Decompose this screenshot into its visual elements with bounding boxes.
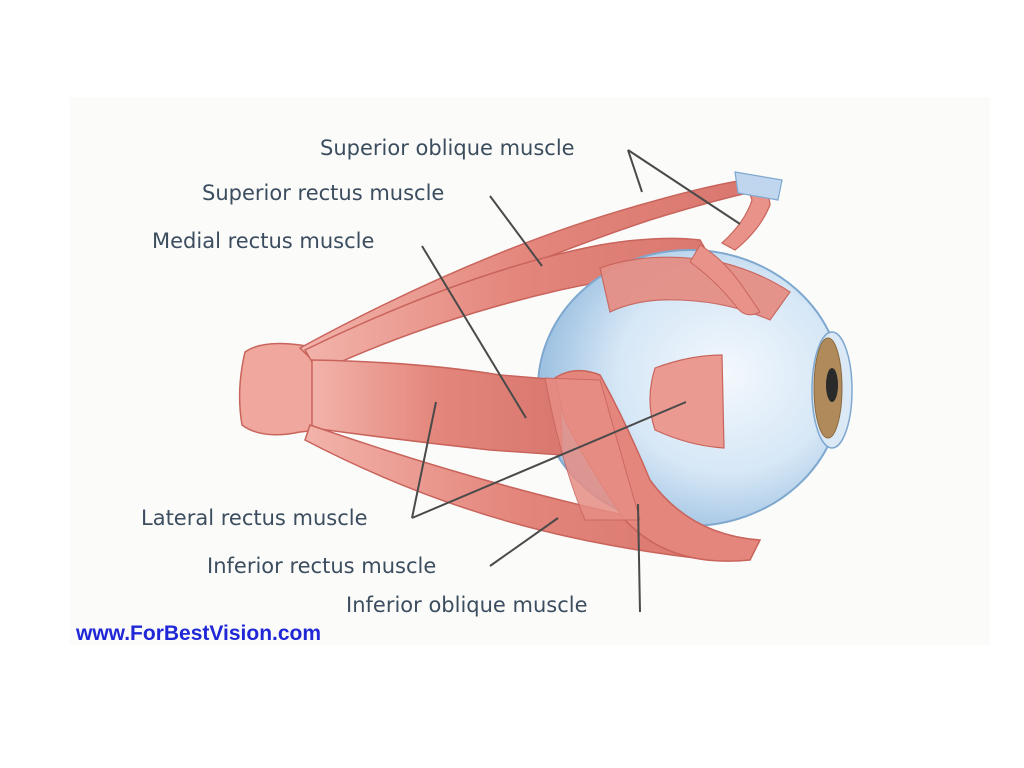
label-inferior-oblique-muscle: Inferior oblique muscle (346, 593, 588, 617)
label-inferior-rectus-muscle: Inferior rectus muscle (207, 554, 437, 578)
website-watermark: www.ForBestVision.com (76, 622, 322, 645)
label-medial-rectus-muscle: Medial rectus muscle (152, 229, 375, 253)
leader-lines (411, 149, 741, 613)
leader-lateral-rectus-a (411, 401, 437, 519)
label-lateral-rectus-muscle: Lateral rectus muscle (141, 506, 368, 530)
leader-inferior-oblique (637, 503, 641, 613)
leader-superior-rectus (489, 195, 543, 267)
medial-rectus-muscle (649, 354, 725, 449)
leader-superior-oblique-a (627, 149, 643, 193)
label-superior-oblique-muscle: Superior oblique muscle (320, 136, 575, 160)
leader-inferior-rectus (489, 517, 559, 567)
leader-medial-rectus (421, 245, 527, 419)
pupil (826, 368, 838, 402)
leader-lateral-rectus-b (411, 401, 687, 519)
label-superior-rectus-muscle: Superior rectus muscle (202, 181, 445, 205)
trochlea (734, 171, 783, 201)
leader-superior-oblique-b (627, 149, 741, 225)
muscle-origin-apex (238, 342, 319, 436)
superior-oblique-insertion (689, 244, 761, 316)
lateral-rectus-insertion (544, 377, 641, 521)
